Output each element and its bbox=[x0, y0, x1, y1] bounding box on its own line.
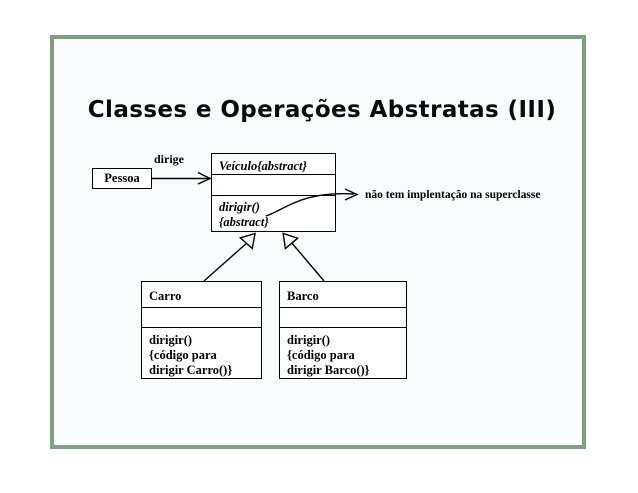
uml-operation-veiculo-dirigir: dirigir() bbox=[219, 200, 260, 214]
uml-class-veiculo[interactable]: Veículo{abstract} dirigir() {abstract} bbox=[211, 153, 336, 232]
uml-attribute-compartment-veiculo bbox=[212, 175, 335, 196]
uml-attribute-compartment-barco bbox=[280, 308, 406, 328]
uml-attribute-compartment-carro bbox=[142, 308, 261, 328]
generalization-line-carro-veiculo bbox=[203, 232, 256, 282]
uml-class-name-barco: Barco bbox=[287, 289, 319, 303]
association-label-dirige: dirige bbox=[154, 152, 184, 166]
open-arrowhead-icon bbox=[344, 188, 359, 201]
association-line-pessoa-veiculo bbox=[152, 171, 212, 185]
uml-class-name-pessoa: Pessoa bbox=[104, 171, 140, 185]
uml-name-compartment-barco: Barco bbox=[280, 282, 406, 308]
open-arrowhead-icon bbox=[197, 171, 212, 185]
uml-class-pessoa[interactable]: Pessoa bbox=[92, 168, 152, 189]
uml-operation-barco-body-1: {código para bbox=[287, 348, 355, 362]
uml-operation-compartment-barco: dirigir() {código para dirigir Barco()} bbox=[280, 328, 406, 380]
slide-frame: Classes e Operações Abstratas (III) Pess… bbox=[50, 35, 586, 449]
uml-class-name-veiculo: Veículo{abstract} bbox=[219, 159, 307, 173]
page-title: Classes e Operações Abstratas (III) bbox=[87, 97, 557, 123]
uml-name-compartment-veiculo: Veículo{abstract} bbox=[212, 154, 335, 175]
uml-operation-compartment-carro: dirigir() {código para dirigir Carro()} bbox=[142, 328, 261, 380]
uml-class-name-carro: Carro bbox=[149, 289, 182, 303]
uml-class-carro[interactable]: Carro dirigir() {código para dirigir Car… bbox=[141, 281, 262, 379]
uml-operation-veiculo-abstract-tag: {abstract} bbox=[219, 215, 269, 229]
uml-operation-barco-body-2: dirigir Barco()} bbox=[287, 363, 370, 377]
generalization-line-barco-veiculo bbox=[282, 232, 325, 282]
uml-operation-carro-body-2: dirigir Carro()} bbox=[149, 363, 233, 377]
uml-operation-carro-body-1: {código para bbox=[149, 348, 217, 362]
uml-operation-barco-dirigir: dirigir() bbox=[287, 333, 331, 347]
uml-operation-compartment-veiculo: dirigir() {abstract} bbox=[212, 196, 335, 233]
uml-name-compartment-carro: Carro bbox=[142, 282, 261, 308]
annotation-note: não tem implentação na superclasse bbox=[365, 189, 541, 201]
uml-operation-carro-dirigir: dirigir() bbox=[149, 333, 193, 347]
uml-class-barco[interactable]: Barco dirigir() {código para dirigir Bar… bbox=[279, 281, 407, 379]
